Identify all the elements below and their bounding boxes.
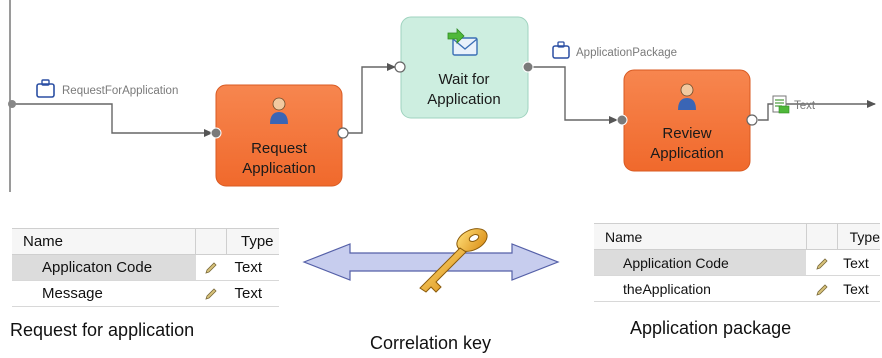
right-row2-type: Text (837, 275, 880, 302)
node-wait-for-application[interactable]: Wait for Application (400, 16, 529, 119)
node-request-line1: Request (251, 140, 308, 157)
left-col-name-header: Name (12, 228, 196, 255)
right-row2-name: theApplication (594, 275, 807, 302)
connector-wait-to-review (532, 66, 618, 124)
node-wait-line1: Wait for (438, 71, 489, 88)
input-label: RequestForApplication (62, 85, 178, 97)
left-table: Name Type Applicaton Code Text Message T… (12, 228, 279, 307)
left-row1-type: Text (226, 254, 279, 281)
briefcase-icon (552, 41, 570, 59)
right-col-type-header: Type (836, 223, 880, 250)
request-out-port (337, 127, 349, 139)
table-row[interactable]: theApplication Text (594, 275, 880, 302)
wait-in-port (394, 61, 406, 73)
left-col-type-header: Type (226, 228, 279, 255)
node-review-line1: Review (662, 125, 711, 142)
right-col-name-header: Name (594, 223, 807, 250)
user-icon (270, 97, 288, 124)
wait-out-port (522, 61, 534, 73)
node-wait-line2: Application (427, 91, 500, 108)
output-label-group: Text (772, 95, 816, 114)
node-review-line2: Application (650, 145, 723, 162)
caption-application-package: Application package (630, 318, 792, 338)
package-label-group: ApplicationPackage (552, 41, 677, 59)
review-in-port (616, 114, 628, 126)
pencil-icon (806, 249, 838, 276)
right-table: Name Type Application Code Text theAppli… (594, 223, 880, 302)
right-row1-type: Text (837, 249, 880, 276)
connector-review-to-output (758, 100, 876, 121)
pencil-icon (806, 275, 838, 302)
input-label-group: RequestForApplication (36, 79, 178, 98)
flow-start-port (8, 100, 16, 108)
connector-request-to-wait (348, 63, 396, 134)
request-in-port (210, 127, 222, 139)
node-review-application[interactable]: Review Application (623, 69, 751, 172)
package-label: ApplicationPackage (576, 47, 677, 59)
left-row2-name: Message (12, 280, 196, 307)
review-out-port (746, 114, 758, 126)
connector-input-to-request (14, 103, 213, 137)
pencil-icon (195, 254, 227, 281)
user-icon (678, 83, 696, 110)
node-request-application[interactable]: Request Application (215, 84, 343, 187)
right-row1-name: Application Code (594, 249, 807, 276)
table-row[interactable]: Applicaton Code Text (12, 254, 279, 281)
caption-request-for-application: Request for application (10, 320, 195, 340)
output-label: Text (794, 100, 816, 112)
correlation-double-arrow (302, 243, 560, 281)
briefcase-icon (36, 79, 55, 98)
key-icon (419, 228, 488, 293)
left-row1-name: Applicaton Code (12, 254, 196, 281)
caption-correlation-key: Correlation key (370, 333, 492, 353)
connectors (14, 63, 876, 137)
node-request-line2: Application (242, 160, 315, 177)
pencil-icon (195, 280, 227, 307)
receive-message-icon (447, 28, 478, 56)
left-row2-type: Text (226, 280, 279, 307)
table-row[interactable]: Application Code Text (594, 249, 880, 276)
table-row[interactable]: Message Text (12, 280, 279, 307)
document-icon (772, 95, 790, 114)
